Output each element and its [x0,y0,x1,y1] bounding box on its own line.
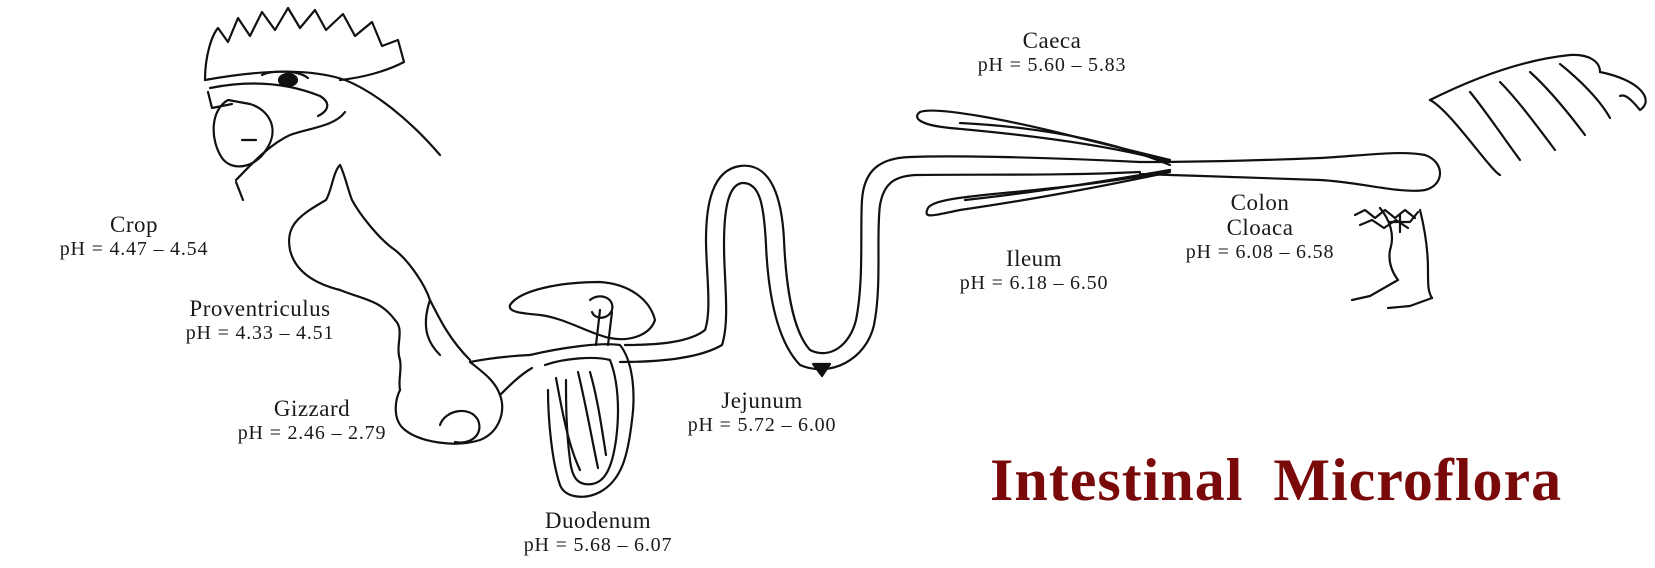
jejunum-name: Jejunum [642,388,882,413]
proventriculus-label: Proventriculus pH = 4.33 – 4.51 [140,296,380,346]
caeca-ph: pH = 5.60 – 5.83 [932,53,1172,78]
cloaca-name: Cloaca [1140,215,1380,240]
gizzard-label: Gizzard pH = 2.46 – 2.79 [192,396,432,446]
duodenum-label: Duodenum pH = 5.68 – 6.07 [478,508,718,558]
jejunum-ph: pH = 5.72 – 6.00 [642,413,882,438]
jejunum-label: Jejunum pH = 5.72 – 6.00 [642,388,882,438]
caeca-label: Caeca pH = 5.60 – 5.83 [932,28,1172,78]
duodenum-name: Duodenum [478,508,718,533]
rooster-tail-outline [1430,55,1646,175]
ileum-label: Ileum pH = 6.18 – 6.50 [914,246,1154,296]
gizzard-name: Gizzard [192,396,432,421]
duodenum-loop-outline [510,282,655,497]
ileum-name: Ileum [914,246,1154,271]
crop-ph: pH = 4.47 – 4.54 [14,237,254,262]
crop-name: Crop [14,212,254,237]
proventriculus-ph: pH = 4.33 – 4.51 [140,321,380,346]
proventriculus-name: Proventriculus [140,296,380,321]
crop-label: Crop pH = 4.47 – 4.54 [14,212,254,262]
colon-cloaca-ph: pH = 6.08 – 6.58 [1140,240,1380,265]
rooster-head-outline [205,8,440,200]
ileum-ph: pH = 6.18 – 6.50 [914,271,1154,296]
caeca-name: Caeca [932,28,1172,53]
colon-outline [1140,153,1440,191]
caeca-outline [917,111,1170,216]
colon-cloaca-label: Colon Cloaca pH = 6.08 – 6.58 [1140,190,1380,265]
gizzard-ph: pH = 2.46 – 2.79 [192,421,432,446]
diagram-title: Intestinal Microflora [990,448,1562,512]
duodenum-ph: pH = 5.68 – 6.07 [478,533,718,558]
colon-name: Colon [1140,190,1380,215]
